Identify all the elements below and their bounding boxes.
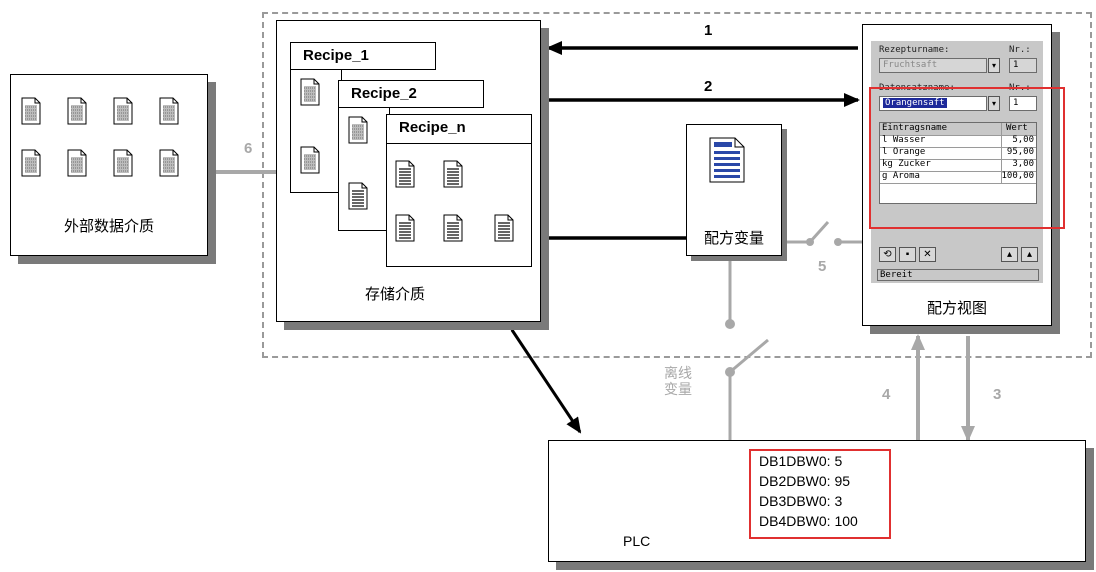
arrow-label-2: 2 xyxy=(704,78,713,95)
file-icon xyxy=(395,160,415,188)
file-icon xyxy=(113,97,133,125)
undo-button[interactable]: ⟲ xyxy=(879,247,896,262)
file-icon xyxy=(113,149,133,177)
record-name-dropdown-button[interactable]: ▾ xyxy=(988,96,1000,111)
external-data-medium: 外部数据介质 xyxy=(10,74,208,256)
table-row[interactable]: l Orange 95,00 xyxy=(880,147,1036,160)
recipe-entries-table: Eintragsname Wert l Wasser 5,00 l Orange 95… xyxy=(879,122,1037,204)
storage-medium-label: 存储介质 xyxy=(365,285,426,303)
plc: DB1DBW0: 5 DB2DBW0: 95 DB3DBW0: 3 DB4DBW… xyxy=(548,440,1086,562)
row-name: l Orange xyxy=(882,147,926,157)
switch-5-lever xyxy=(808,220,830,244)
plc-values-box: DB1DBW0: 5 DB2DBW0: 95 DB3DBW0: 3 DB4DBW… xyxy=(749,449,891,539)
row-value: 100,00 xyxy=(1001,171,1034,181)
file-icon xyxy=(443,214,463,242)
recipe-1-name: Recipe_1 xyxy=(303,47,369,64)
file-icon xyxy=(395,214,415,242)
record-nr-field[interactable]: 1 xyxy=(1009,96,1037,111)
file-icon xyxy=(300,146,320,174)
export-button[interactable]: ▴ xyxy=(1001,247,1018,262)
table-header-name: Eintragsname xyxy=(882,123,948,133)
plc-value-2: DB2DBW0: 95 xyxy=(759,473,851,489)
recipe-name-label: Rezepturname: xyxy=(879,45,950,55)
offline-variable-line2: 变量 xyxy=(664,382,692,398)
recipe-variable: 配方变量 xyxy=(686,124,782,256)
storage-plc-link xyxy=(498,314,582,434)
file-icon xyxy=(494,214,514,242)
offline-variable-line1: 离线 xyxy=(664,366,692,382)
save-button[interactable]: ▪ xyxy=(899,247,916,262)
file-icon xyxy=(348,182,368,210)
recipe-file-icons xyxy=(0,0,514,242)
recipe-n-tab: Recipe_n xyxy=(386,114,532,144)
file-icon xyxy=(300,78,320,106)
table-row[interactable]: kg Zucker 3,00 xyxy=(880,159,1036,172)
recipe-name-select[interactable]: Fruchtsaft xyxy=(879,58,987,73)
delete-button[interactable]: ✕ xyxy=(919,247,936,262)
offline-switch-lever xyxy=(729,338,769,374)
row-name: l Wasser xyxy=(882,135,926,145)
status-bar: Bereit xyxy=(877,269,1039,281)
file-icon xyxy=(21,97,41,125)
external-file-grid xyxy=(21,97,197,187)
row-value: 5,00 xyxy=(1012,135,1034,145)
file-icon xyxy=(443,160,463,188)
recipe-n-name: Recipe_n xyxy=(399,119,466,136)
recipe-nr-label: Nr.: xyxy=(1009,45,1031,55)
file-icon xyxy=(348,116,368,144)
file-icon xyxy=(159,149,179,177)
recipe-nr-field[interactable]: 1 xyxy=(1009,58,1037,73)
table-row[interactable]: l Wasser 5,00 xyxy=(880,135,1036,148)
recipe-view: Rezepturname: Nr.: Fruchtsaft ▾ 1 Datens… xyxy=(862,24,1065,326)
recipe-name-dropdown-button[interactable]: ▾ xyxy=(988,58,1000,73)
import-button[interactable]: ▴ xyxy=(1021,247,1038,262)
arrow-label-6: 6 xyxy=(244,140,253,157)
arrow-label-5: 5 xyxy=(818,258,827,275)
recipe-2-tab: Recipe_2 xyxy=(338,80,484,108)
system-boundary xyxy=(262,12,1092,358)
arrow-label-4: 4 xyxy=(882,386,891,403)
record-name-value: Orangensaft xyxy=(883,98,947,108)
row-name: kg Zucker xyxy=(882,159,931,169)
file-icon xyxy=(67,97,87,125)
table-header-value: Wert xyxy=(1006,123,1028,133)
offline-switch-pivot xyxy=(725,319,735,329)
plc-value-3: DB3DBW0: 3 xyxy=(759,493,843,509)
recipe-1-tab: Recipe_1 xyxy=(290,42,436,70)
table-column-divider xyxy=(1001,123,1002,183)
recipe-variable-document-icon xyxy=(709,137,745,183)
row-value: 3,00 xyxy=(1012,159,1034,169)
recipe-view-label: 配方视图 xyxy=(926,299,987,317)
file-icon xyxy=(21,149,41,177)
plc-label: PLC xyxy=(623,533,651,549)
row-name: g Aroma xyxy=(882,171,920,181)
external-medium-label: 外部数据介质 xyxy=(63,217,154,235)
highlight-frame xyxy=(869,87,1065,229)
recipe-variable-label: 配方变量 xyxy=(703,229,764,247)
table-row[interactable]: g Aroma 100,00 xyxy=(880,171,1036,184)
row-value: 95,00 xyxy=(1006,147,1034,157)
arrow-label-3: 3 xyxy=(993,386,1002,403)
recipe-2-name: Recipe_2 xyxy=(351,85,417,102)
plc-value-1: DB1DBW0: 5 xyxy=(759,453,843,469)
arrow-label-1: 1 xyxy=(704,22,713,39)
offline-variable-label: 离线 变量 xyxy=(664,366,692,398)
file-icon xyxy=(67,149,87,177)
table-header-row: Eintragsname Wert xyxy=(880,123,1036,136)
file-icon xyxy=(159,97,179,125)
plc-value-4: DB4DBW0: 100 xyxy=(759,513,858,529)
record-name-select[interactable]: Orangensaft xyxy=(879,96,987,111)
